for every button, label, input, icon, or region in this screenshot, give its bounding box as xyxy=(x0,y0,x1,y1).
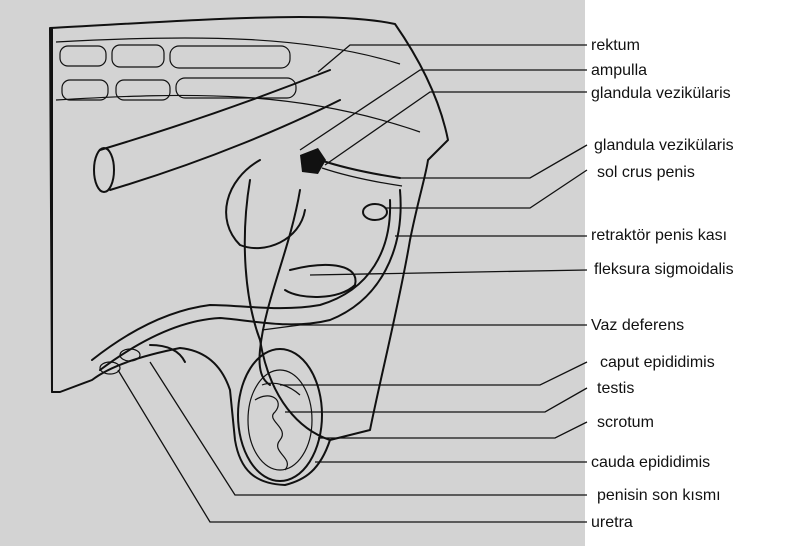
labels: rektum ampulla glandula vezikülaris glan… xyxy=(591,37,734,531)
illustration-background xyxy=(0,0,585,546)
label-glandula-vezikularis-2: glandula vezikülaris xyxy=(594,137,734,154)
label-retraktor-penis-kasi: retraktör penis kası xyxy=(591,227,727,244)
label-fleksura-sigmoidalis: fleksura sigmoidalis xyxy=(594,261,734,278)
label-vaz-deferens: Vaz deferens xyxy=(591,317,684,334)
label-rektum: rektum xyxy=(591,37,640,54)
label-testis: testis xyxy=(597,380,634,397)
label-caput-epididimis: caput epididimis xyxy=(600,354,715,371)
label-sol-crus-penis: sol crus penis xyxy=(597,164,695,181)
label-uretra: uretra xyxy=(591,514,633,531)
label-scrotum: scrotum xyxy=(597,414,654,431)
label-glandula-vezikularis-1: glandula vezikülaris xyxy=(591,85,731,102)
label-ampulla: ampulla xyxy=(591,62,647,79)
label-penisin-son-kismi: penisin son kısmı xyxy=(597,487,721,504)
label-cauda-epididimis: cauda epididimis xyxy=(591,454,710,471)
